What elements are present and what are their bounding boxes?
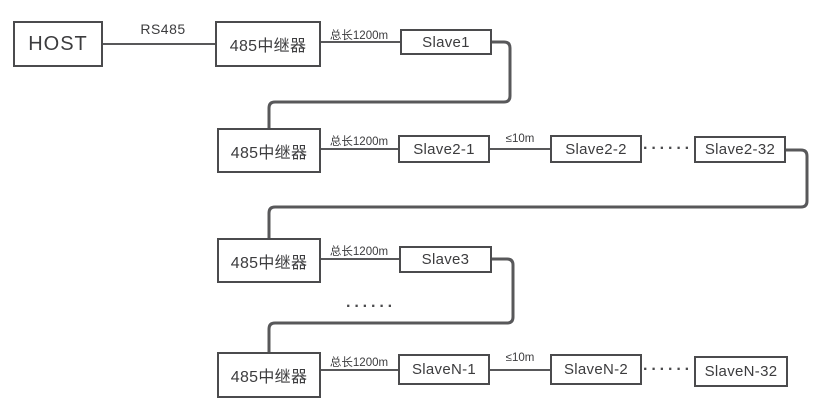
repeater1-node: 485中继器 — [215, 21, 321, 67]
wire-slave2-1-to-slave2-2 — [490, 148, 550, 150]
host-node: HOST — [13, 21, 103, 67]
rs485-bus-label: RS485 — [140, 21, 186, 37]
slaveN-1-node: SlaveN-1 — [398, 354, 490, 385]
ellipsis-slaveN-series: ······ — [643, 361, 693, 378]
slaveN-2-node: SlaveN-2 — [550, 354, 642, 385]
segment-length-label-row4: 总长1200m — [329, 357, 389, 369]
slaveN-32-node: SlaveN-32 — [694, 356, 788, 387]
ellipsis-more-repeater-rows: ······ — [346, 298, 396, 315]
segment-length-label-row1: 总长1200m — [329, 30, 389, 42]
wire-host-to-repeater1 — [103, 43, 215, 45]
repeater3-node: 485中继器 — [217, 238, 321, 283]
repeater2-node: 485中继器 — [217, 128, 321, 173]
connector-slave2-32-to-repeater3 — [267, 148, 809, 239]
repeater4-node: 485中继器 — [217, 352, 321, 398]
max-spacing-label-row4: ≤10m — [505, 352, 535, 364]
segment-length-label-row3: 总长1200m — [329, 246, 389, 258]
wire-repeater1-to-slave1 — [321, 41, 400, 43]
connector-slave1-to-repeater2 — [267, 40, 512, 129]
wire-slaveN-1-to-slaveN-2 — [490, 369, 550, 371]
ellipsis-slave2-series: ······ — [643, 140, 693, 157]
slave3-node: Slave3 — [399, 246, 492, 273]
max-spacing-label-row2: ≤10m — [505, 133, 535, 145]
segment-length-label-row2: 总长1200m — [329, 136, 389, 148]
wire-repeater3-to-slave3 — [321, 258, 399, 260]
connector-slave3-to-repeater4 — [267, 257, 515, 353]
slave2-1-node: Slave2-1 — [398, 135, 490, 163]
wire-repeater2-to-slave2-1 — [321, 148, 398, 150]
slave2-32-node: Slave2-32 — [694, 136, 786, 163]
slave1-node: Slave1 — [400, 29, 492, 55]
slave2-2-node: Slave2-2 — [550, 135, 642, 163]
wire-repeater4-to-slaveN-1 — [321, 369, 398, 371]
